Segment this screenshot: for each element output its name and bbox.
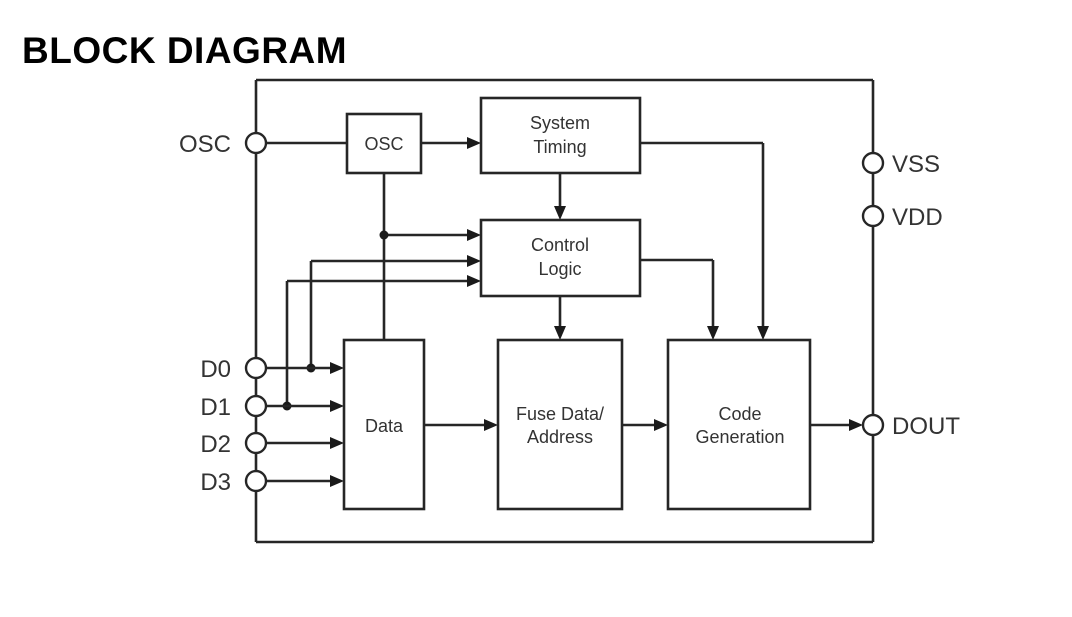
pin-osc: OSC bbox=[179, 131, 268, 158]
block-osc: OSC bbox=[345, 112, 423, 175]
block-code-generation: Code Generation bbox=[666, 338, 812, 511]
wire-code-to-dout bbox=[810, 419, 863, 431]
page-title: BLOCK DIAGRAM bbox=[22, 30, 348, 71]
pin-d1: D1 bbox=[200, 394, 268, 421]
wire-timing-to-control bbox=[554, 173, 566, 220]
wire-d1-to-control bbox=[282, 275, 481, 411]
pin-d0-label: D0 bbox=[200, 356, 231, 383]
block-control-logic-line1: Control bbox=[531, 235, 589, 255]
pin-d0-circle bbox=[244, 356, 268, 380]
pin-vss: VSS bbox=[861, 151, 940, 178]
block-data-label: Data bbox=[365, 416, 404, 436]
block-fuse-line2: Address bbox=[527, 427, 593, 447]
pin-d0: D0 bbox=[200, 356, 268, 383]
pin-d1-circle bbox=[244, 394, 268, 418]
pin-dout-label: DOUT bbox=[892, 413, 960, 440]
wire-control-to-fuse bbox=[554, 296, 566, 340]
block-fuse-data-address: Fuse Data/ Address bbox=[496, 338, 624, 511]
block-system-timing: System Timing bbox=[479, 96, 642, 175]
wire-fuse-to-code bbox=[622, 419, 668, 431]
wire-data-pins bbox=[266, 362, 344, 487]
block-data: Data bbox=[342, 338, 426, 511]
block-control-logic-line2: Logic bbox=[538, 259, 581, 279]
wire-data-to-fuse bbox=[424, 419, 498, 431]
pin-d2-label: D2 bbox=[200, 431, 231, 458]
wire-osc-down bbox=[379, 173, 481, 340]
wire-d0-to-control bbox=[306, 255, 481, 373]
block-osc-label: OSC bbox=[364, 134, 403, 154]
block-system-timing-line2: Timing bbox=[533, 137, 586, 157]
block-code-line1: Code bbox=[718, 404, 761, 424]
pin-vss-label: VSS bbox=[892, 151, 940, 178]
block-code-line2: Generation bbox=[695, 427, 784, 447]
pin-dout-circle bbox=[861, 413, 885, 437]
block-fuse-line1: Fuse Data/ bbox=[516, 404, 604, 424]
pin-d3-circle bbox=[244, 469, 268, 493]
pin-vdd-label: VDD bbox=[892, 204, 943, 231]
pin-d2-circle bbox=[244, 431, 268, 455]
pin-vss-circle bbox=[861, 151, 885, 175]
wire-control-to-code bbox=[640, 258, 719, 340]
pin-d3: D3 bbox=[200, 469, 268, 496]
pin-osc-label: OSC bbox=[179, 131, 231, 158]
pin-osc-circle bbox=[244, 131, 268, 155]
wire-osc-to-timing bbox=[421, 137, 481, 149]
block-system-timing-line1: System bbox=[530, 113, 590, 133]
pin-vdd: VDD bbox=[861, 204, 943, 231]
pin-dout: DOUT bbox=[861, 413, 960, 440]
pin-vdd-circle bbox=[861, 204, 885, 228]
pin-d2: D2 bbox=[200, 431, 268, 458]
block-control-logic: Control Logic bbox=[479, 218, 642, 298]
pin-d1-label: D1 bbox=[200, 394, 231, 421]
wire-timing-to-code bbox=[640, 141, 769, 340]
pin-d3-label: D3 bbox=[200, 469, 231, 496]
